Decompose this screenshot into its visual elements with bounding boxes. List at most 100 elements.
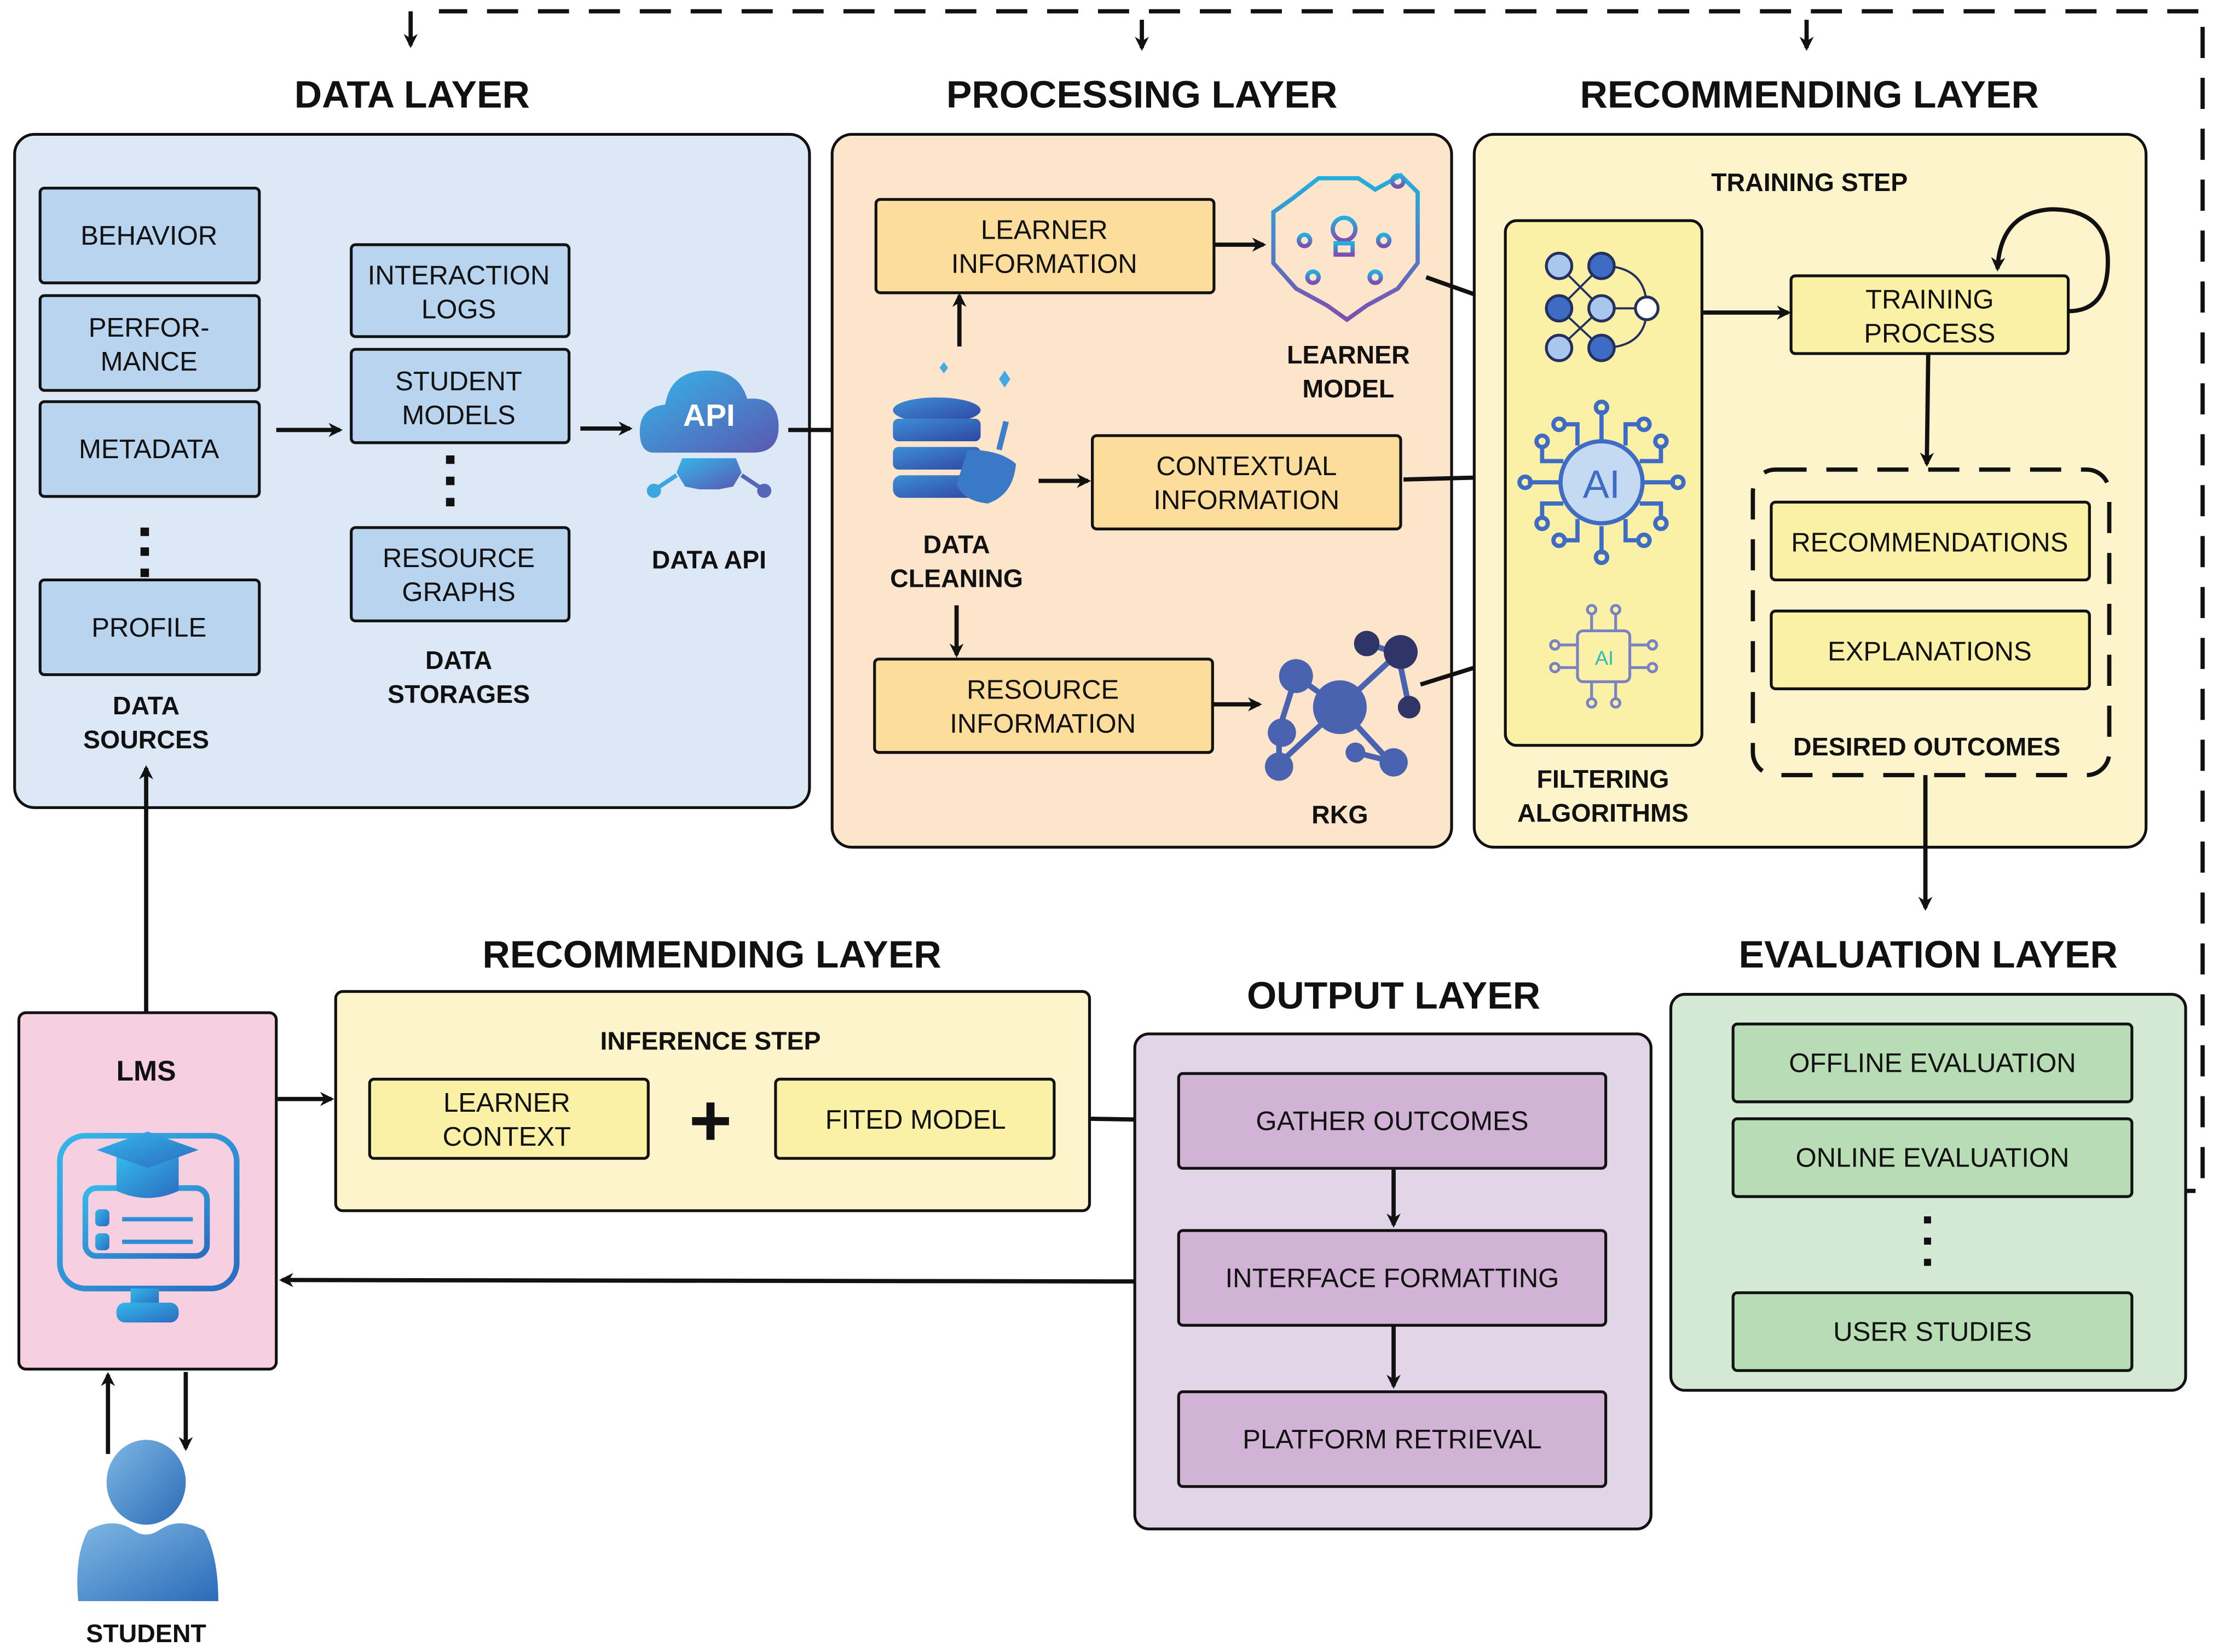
fitted-model-label: FITED MODEL: [825, 1105, 1006, 1135]
platform-retrieval-box[interactable]: [1177, 1390, 1608, 1488]
chip-icon-text: AI: [1595, 646, 1614, 669]
data-api-label: DATA API: [652, 546, 766, 574]
source-performance[interactable]: [38, 294, 261, 392]
training-process-label-1: TRAINING: [1865, 285, 1994, 314]
data-storages-label-2: STORAGES: [388, 680, 530, 708]
source-profile[interactable]: [38, 578, 261, 677]
storage-student-models-label-2: MODELS: [402, 401, 515, 430]
source-metadata-label: METADATA: [79, 435, 219, 464]
fitted-model-box[interactable]: [774, 1077, 1056, 1160]
offline-evaluation-label: OFFLINE EVALUATION: [1789, 1049, 2076, 1078]
gather-outcomes-box[interactable]: [1177, 1072, 1608, 1170]
contextual-information-label-1: CONTEXTUAL: [1156, 452, 1337, 481]
source-profile-label: PROFILE: [91, 613, 206, 643]
resource-information-label-1: RESOURCE: [967, 675, 1119, 704]
source-behavior[interactable]: [38, 187, 261, 285]
storage-interaction-logs[interactable]: [350, 243, 571, 338]
storage-resource-graphs-label-1: RESOURCE: [383, 544, 535, 573]
training-process-box[interactable]: [1789, 274, 2070, 355]
rkg-label: RKG: [1311, 800, 1368, 829]
recommending-layer-inference: RECOMMENDING LAYER INFERENCE STEP LEARNE…: [334, 933, 1091, 1212]
training-process-label-2: PROCESS: [1864, 319, 1995, 348]
neural-network-icon: [1545, 251, 1660, 362]
ellipsis-dots: [446, 455, 455, 507]
storage-resource-graphs[interactable]: [350, 526, 571, 622]
output-layer-title: OUTPUT LAYER: [1247, 974, 1540, 1016]
data-cleaning-label-2: CLEANING: [890, 564, 1023, 592]
learner-context-label-2: CONTEXT: [443, 1122, 571, 1152]
resource-information-label-2: INFORMATION: [950, 709, 1136, 738]
lms: LMS: [17, 1011, 278, 1371]
learner-context-label-1: LEARNER: [443, 1088, 570, 1118]
student-label: STUDENT: [86, 1619, 206, 1648]
ai-chip-icon: AI: [1549, 604, 1659, 709]
lms-computer-graduation-icon: [57, 1131, 240, 1322]
arrow-output-to-lms: [279, 1273, 1135, 1287]
recommending-layer-title: RECOMMENDING LAYER: [1580, 73, 2039, 115]
filtering-algorithms-label-2: ALGORITHMS: [1517, 799, 1689, 827]
contextual-information-label-2: INFORMATION: [1153, 486, 1339, 515]
source-behavior-label: BEHAVIOR: [80, 221, 217, 251]
desired-outcomes-group: [1750, 467, 2112, 777]
data-storages-label-1: DATA: [425, 646, 492, 674]
data-layer: DATA LAYER BEHAVIOR PERFOR- MANCE METADA…: [13, 73, 811, 809]
processing-layer-title: PROCESSING LAYER: [946, 73, 1337, 115]
platform-retrieval-label: PLATFORM RETRIEVAL: [1243, 1425, 1541, 1454]
learner-information-label-2: INFORMATION: [951, 250, 1137, 279]
source-performance-label-2: MANCE: [101, 347, 198, 377]
learner-model-label-1: LEARNER: [1287, 340, 1410, 369]
learner-information-label-1: LEARNER: [981, 216, 1108, 245]
explanations-label: EXPLANATIONS: [1828, 637, 2032, 667]
storage-student-models[interactable]: [350, 348, 571, 444]
user-studies-box[interactable]: [1731, 1291, 2134, 1372]
source-metadata[interactable]: [38, 400, 261, 498]
user-studies-label: USER STUDIES: [1833, 1318, 2032, 1347]
evaluation-layer: EVALUATION LAYER OFFLINE EVALUATION ONLI…: [1669, 933, 2187, 1392]
ai-icon-text: AI: [1583, 463, 1620, 507]
offline-evaluation-box[interactable]: [1731, 1023, 2134, 1104]
recommending-layer-training: RECOMMENDING LAYER TRAINING STEP: [1472, 73, 2148, 849]
api-icon-text: API: [683, 398, 735, 433]
gather-outcomes-label: GATHER OUTCOMES: [1256, 1107, 1528, 1136]
student-person-icon: [77, 1440, 218, 1601]
arrow-training-to-outcomes: [1920, 353, 1934, 467]
inference-step-label: INFERENCE STEP: [600, 1026, 821, 1055]
training-step-label: TRAINING STEP: [1711, 168, 1908, 197]
learner-model-label-2: MODEL: [1302, 374, 1394, 403]
online-evaluation-box[interactable]: [1731, 1117, 2134, 1198]
source-performance-label-1: PERFOR-: [89, 313, 210, 343]
recommendations-label: RECOMMENDATIONS: [1791, 528, 2068, 558]
recommending-inference-title: RECOMMENDING LAYER: [482, 933, 941, 975]
data-sources-label-2: SOURCES: [83, 725, 209, 754]
cloud-api-icon: API: [639, 370, 779, 498]
storage-resource-graphs-label-2: GRAPHS: [402, 577, 515, 607]
evaluation-layer-title: EVALUATION LAYER: [1739, 933, 2118, 975]
plus-sign: +: [689, 1079, 732, 1162]
lms-label: LMS: [117, 1055, 176, 1087]
data-layer-title: DATA LAYER: [294, 73, 530, 115]
explanations-box[interactable]: [1770, 609, 2091, 690]
data-cleaning-icon: [893, 362, 1016, 504]
storage-student-models-label-1: STUDENT: [395, 367, 522, 396]
filtering-algorithms-label-1: FILTERING: [1536, 765, 1669, 793]
interface-formatting-label: INTERFACE FORMATTING: [1226, 1263, 1559, 1293]
ai-circuit-icon: AI: [1517, 399, 1686, 565]
data-cleaning-label-1: DATA: [923, 530, 990, 558]
output-layer: OUTPUT LAYER GATHER OUTCOMES INTERFACE F…: [1133, 974, 1652, 1530]
student: STUDENT: [77, 1372, 218, 1648]
online-evaluation-label: ONLINE EVALUATION: [1796, 1143, 2070, 1173]
recommendations-box[interactable]: [1770, 500, 2091, 581]
data-sources-label-1: DATA: [113, 691, 180, 720]
learner-context-box[interactable]: [368, 1077, 650, 1160]
processing-layer: PROCESSING LAYER LEARNER INFORMATION DAT…: [830, 73, 1453, 849]
contextual-information-box[interactable]: [1091, 434, 1402, 530]
training-loop-arrow: [1991, 207, 2110, 314]
resource-information-box[interactable]: [873, 657, 1214, 754]
storage-interaction-logs-label-1: INTERACTION: [368, 261, 550, 290]
storage-interaction-logs-label-2: LOGS: [421, 294, 496, 324]
rkg-graph-icon: [1264, 631, 1421, 781]
desired-outcomes-label: DESIRED OUTCOMES: [1793, 732, 2060, 761]
learner-model-brain-icon: [1271, 172, 1420, 322]
ellipsis-dots: [140, 527, 149, 577]
